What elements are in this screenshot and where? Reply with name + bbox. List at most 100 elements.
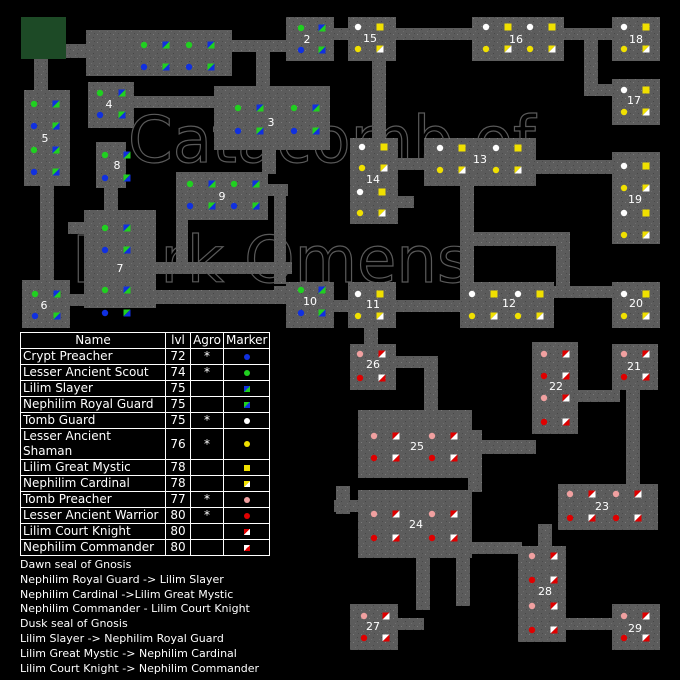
monster-name: Lilim Great Mystic bbox=[20, 459, 166, 476]
monster-agro bbox=[190, 475, 224, 492]
green-blue-square-marker bbox=[208, 202, 216, 210]
blue-green-square-marker bbox=[318, 24, 326, 32]
floor-segment bbox=[612, 604, 660, 650]
blue-dot-marker bbox=[140, 63, 148, 71]
floor-plan bbox=[22, 17, 660, 650]
monster-agro bbox=[190, 523, 224, 540]
monster-marker-cell bbox=[222, 475, 271, 492]
pink-dot-marker bbox=[370, 510, 378, 518]
floor-segment bbox=[40, 180, 54, 282]
white-dot-marker bbox=[436, 144, 444, 152]
white-red-square-marker bbox=[562, 372, 570, 380]
yellow-white-square-marker-icon bbox=[243, 480, 250, 487]
red-white-square-marker bbox=[392, 432, 400, 440]
monster-agro bbox=[190, 396, 224, 413]
monster-marker-cell bbox=[222, 523, 271, 540]
floor-segment bbox=[562, 618, 616, 630]
room-label: 2 bbox=[304, 33, 311, 46]
monster-level: 78 bbox=[165, 459, 191, 476]
yellow-dot-marker bbox=[436, 166, 444, 174]
floor-segment bbox=[358, 410, 472, 478]
yellow-dot-marker bbox=[620, 184, 628, 192]
room-label: 8 bbox=[114, 159, 121, 172]
room-label: 16 bbox=[509, 33, 523, 46]
green-dot-marker bbox=[101, 151, 109, 159]
white-dot-marker bbox=[358, 143, 366, 151]
white-dot-marker-icon bbox=[243, 417, 250, 424]
yellow-dot-marker bbox=[354, 45, 362, 53]
red-dot-marker bbox=[428, 534, 436, 542]
blue-dot-marker bbox=[290, 127, 298, 135]
monster-marker-cell bbox=[222, 491, 271, 508]
dawn-seal-line: Nephilim Commander - Lilim Court Knight bbox=[20, 602, 250, 616]
white-red-square-marker bbox=[382, 634, 390, 642]
floor-segment bbox=[612, 282, 660, 328]
room-label: 5 bbox=[42, 132, 49, 145]
blue-green-square-marker bbox=[123, 151, 131, 159]
pink-dot-marker bbox=[612, 490, 620, 498]
blue-dot-marker bbox=[230, 202, 238, 210]
blue-green-square-marker bbox=[162, 41, 170, 49]
floor-segment bbox=[552, 286, 616, 298]
room-label: 4 bbox=[106, 98, 113, 111]
floor-segment bbox=[176, 172, 268, 220]
monster-name: Lesser Ancient Scout bbox=[20, 364, 166, 381]
white-red-square-marker bbox=[550, 576, 558, 584]
pink-dot-marker bbox=[428, 510, 436, 518]
blue-dot-marker bbox=[30, 122, 38, 130]
blue-green-square-marker bbox=[123, 286, 131, 294]
green-dot-marker bbox=[234, 104, 242, 112]
red-dot-marker bbox=[612, 514, 620, 522]
monster-agro: * bbox=[190, 428, 224, 460]
green-dot-marker bbox=[101, 286, 109, 294]
red-dot-marker bbox=[620, 634, 628, 642]
monster-agro bbox=[190, 459, 224, 476]
blue-green-square-marker bbox=[256, 104, 264, 112]
green-dot-marker bbox=[101, 224, 109, 232]
floor-segment bbox=[372, 56, 386, 142]
green-blue-square-marker bbox=[118, 111, 126, 119]
blue-dot-marker bbox=[30, 168, 38, 176]
monster-marker-cell bbox=[222, 348, 271, 365]
green-blue-square-marker bbox=[318, 46, 326, 54]
floor-segment bbox=[460, 282, 554, 328]
red-dot-marker bbox=[566, 514, 574, 522]
floor-segment bbox=[330, 28, 352, 40]
red-white-square-marker bbox=[392, 510, 400, 518]
yellow-white-square-marker bbox=[642, 184, 650, 192]
pink-dot-marker-icon bbox=[243, 496, 250, 503]
red-dot-marker bbox=[540, 418, 548, 426]
white-red-square-marker bbox=[642, 634, 650, 642]
pink-dot-marker bbox=[620, 350, 628, 358]
green-blue-square-marker bbox=[252, 202, 260, 210]
yellow-square-marker bbox=[536, 290, 544, 298]
floor-segment bbox=[538, 524, 552, 550]
yellow-white-square-marker bbox=[642, 231, 650, 239]
red-white-square-marker bbox=[588, 490, 596, 498]
yellow-square-marker bbox=[642, 162, 650, 170]
monster-level: 80 bbox=[165, 539, 191, 556]
blue-dot-marker bbox=[186, 202, 194, 210]
monster-marker-cell bbox=[222, 428, 271, 460]
room-label: 28 bbox=[538, 585, 552, 598]
monster-agro: * bbox=[190, 348, 224, 365]
red-dot-marker bbox=[370, 454, 378, 462]
floor-segment bbox=[518, 546, 566, 642]
monster-marker-cell bbox=[222, 412, 271, 429]
green-blue-square-marker-icon bbox=[243, 401, 250, 408]
yellow-square-marker bbox=[458, 144, 466, 152]
red-dot-marker bbox=[360, 634, 368, 642]
white-red-square-marker bbox=[550, 626, 558, 634]
blue-green-square-marker bbox=[52, 146, 60, 154]
floor-segment bbox=[330, 300, 352, 312]
green-blue-square-marker bbox=[52, 168, 60, 176]
blue-green-square-marker bbox=[312, 104, 320, 112]
floor-segment bbox=[364, 324, 378, 348]
